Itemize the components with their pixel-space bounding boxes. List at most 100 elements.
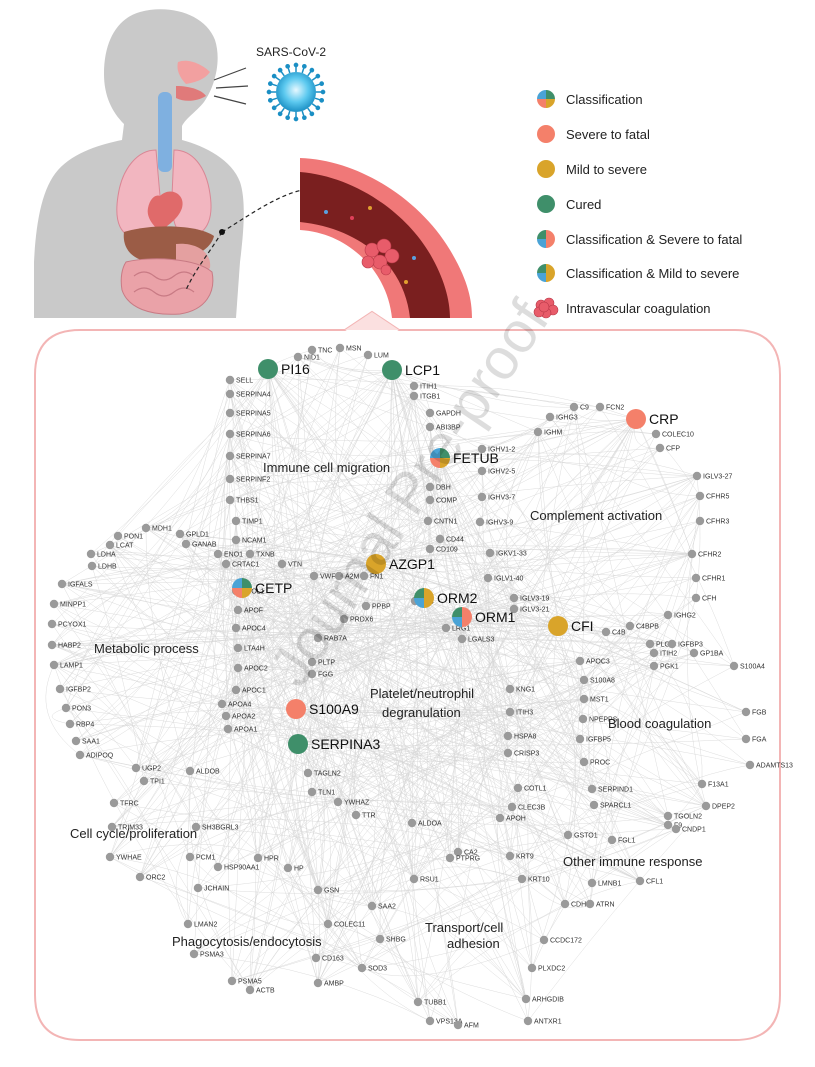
- legend-marker: [537, 230, 555, 248]
- node-dot: [509, 593, 519, 603]
- cluster-label: degranulation: [382, 705, 461, 720]
- protein-node-cfh: CFH: [691, 593, 716, 603]
- protein-node-iglv3-21: IGLV3-21: [509, 604, 550, 614]
- legend-item-clot: Intravascular coagulation: [533, 297, 711, 319]
- protein-node-apoc2: APOC2: [233, 663, 268, 673]
- node-dot: [225, 375, 235, 385]
- node-dot: [595, 402, 605, 412]
- node-label: CRTAC1: [232, 562, 259, 569]
- node-dot: [193, 883, 203, 893]
- hub-marker: [548, 616, 568, 636]
- virus-icon: [266, 62, 326, 122]
- protein-node-gp1ba: GP1BA: [689, 648, 724, 658]
- protein-node-igfbp3: IGFBP3: [667, 639, 703, 649]
- clot-icon: [533, 297, 559, 319]
- node-label: GPLD1: [186, 532, 209, 539]
- node-label: RBP4: [76, 722, 94, 729]
- hub-node-lcp1: LCP1: [382, 360, 440, 380]
- node-label: CA2: [464, 850, 478, 857]
- node-dot: [509, 604, 519, 614]
- node-label: TNC: [318, 348, 332, 355]
- protein-node-npepps: NPEPPS: [578, 714, 618, 724]
- node-label: LTA4H: [244, 646, 265, 653]
- node-dot: [283, 863, 293, 873]
- protein-node-arhgdib: ARHGDIB: [521, 994, 564, 1004]
- node-dot: [225, 474, 235, 484]
- vessel-clot-icon: [361, 238, 400, 276]
- node-dot: [221, 711, 231, 721]
- node-label: SAA1: [82, 739, 100, 746]
- node-label: FN1: [370, 574, 383, 581]
- node-dot: [183, 919, 193, 929]
- protein-node-ywhae: YWHAE: [105, 852, 142, 862]
- node-dot: [359, 571, 369, 581]
- node-label: CD44: [446, 537, 464, 544]
- node-label: ABI3BP: [436, 425, 461, 432]
- node-label: ALDOA: [418, 821, 442, 828]
- node-label: S100A4: [740, 664, 765, 671]
- node-label: CFHR5: [706, 494, 729, 501]
- node-label: RAB7A: [324, 636, 347, 643]
- node-dot: [423, 516, 433, 526]
- protein-node-c4b: C4B: [601, 627, 626, 637]
- node-label: CFP: [666, 446, 680, 453]
- hub-node-cetp: CETP: [232, 578, 292, 598]
- node-dot: [307, 669, 317, 679]
- protein-node-cfhr3: CFHR3: [695, 516, 729, 526]
- protein-node-psma5: PSMA5: [227, 976, 262, 986]
- node-dot: [485, 548, 495, 558]
- node-dot: [477, 492, 487, 502]
- node-dot: [87, 561, 97, 571]
- node-label: NPEPPS: [589, 717, 618, 724]
- node-label: VPS13A: [436, 1019, 463, 1026]
- hub-label: S100A9: [309, 701, 359, 717]
- node-dot: [563, 830, 573, 840]
- frame-notch-fill: [345, 312, 399, 330]
- node-label: APOA2: [232, 714, 255, 721]
- protein-node-abi3bp: ABI3BP: [425, 422, 461, 432]
- node-label: ITIH3: [516, 710, 533, 717]
- node-label: GANAB: [192, 542, 217, 549]
- hub-node-azgp1: AZGP1: [366, 554, 435, 574]
- protein-node-rab7a: RAB7A: [313, 633, 347, 643]
- node-dot: [435, 534, 445, 544]
- protein-node-rsu1: RSU1: [409, 874, 439, 884]
- protein-node-cfhr1: CFHR1: [691, 573, 725, 583]
- protein-node-lgals3: LGALS3: [457, 634, 495, 644]
- protein-node-nid1: NID1: [293, 352, 320, 362]
- node-dot: [47, 619, 57, 629]
- node-label: ARHGDIB: [532, 997, 564, 1004]
- protein-node-ighv1-2: IGHV1-2: [477, 444, 515, 454]
- node-label: CFL1: [646, 879, 663, 886]
- protein-node-ighv2-5: IGHV2-5: [477, 466, 515, 476]
- node-label: IGFALS: [68, 582, 93, 589]
- protein-node-tubb1: TUBB1: [413, 997, 447, 1007]
- node-dot: [692, 471, 702, 481]
- node-label: SPARCL1: [600, 803, 631, 810]
- node-dot: [225, 408, 235, 418]
- hub-node-s100a9: S100A9: [286, 699, 359, 719]
- node-label: LGALS3: [468, 637, 495, 644]
- hub-label: CRP: [649, 411, 679, 427]
- node-label: APOC4: [242, 626, 266, 633]
- node-label: SERPINA5: [236, 411, 271, 418]
- protein-node-crtac1: CRTAC1: [221, 559, 259, 569]
- node-dot: [671, 824, 681, 834]
- node-label: ACTB: [256, 988, 275, 995]
- protein-node-fgl1: FGL1: [607, 835, 636, 845]
- node-dot: [589, 800, 599, 810]
- node-label: ADAMTS13: [756, 763, 793, 770]
- node-dot: [231, 623, 241, 633]
- node-dot: [86, 549, 96, 559]
- protein-node-itih2: ITIH2: [649, 648, 677, 658]
- node-dot: [741, 707, 751, 717]
- protein-node-cfhr2: CFHR2: [687, 549, 721, 559]
- node-dot: [47, 640, 57, 650]
- node-dot: [457, 634, 467, 644]
- protein-node-vwf: VWF: [309, 571, 336, 581]
- protein-node-sh3bgrl3: SH3BGRL3: [191, 822, 239, 832]
- protein-node-cd44: CD44: [435, 534, 464, 544]
- legend-label: Mild to severe: [566, 162, 647, 177]
- node-label: GAPDH: [436, 411, 461, 418]
- node-label: KRT10: [528, 877, 550, 884]
